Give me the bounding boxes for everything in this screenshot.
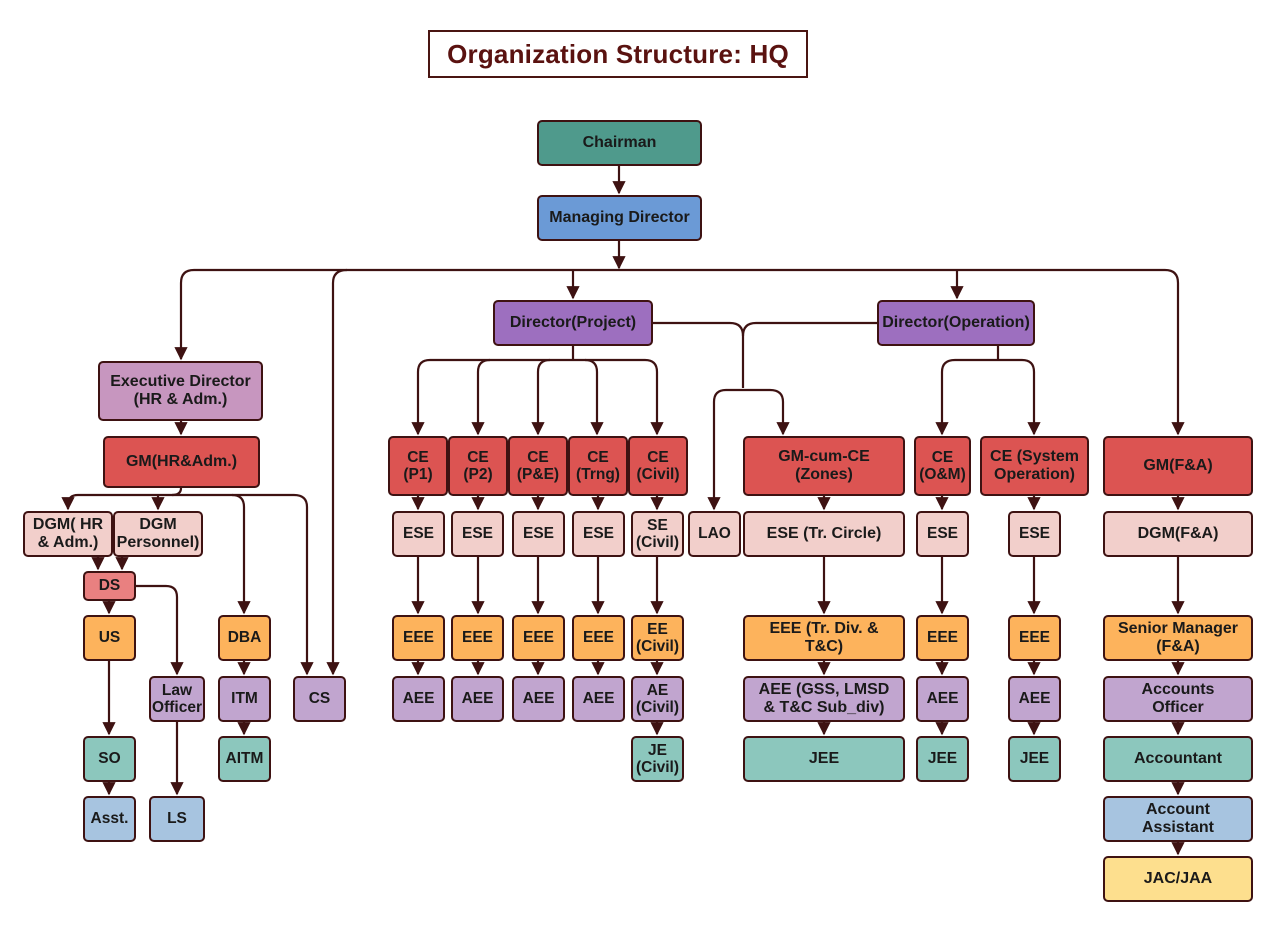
node-ls: LS bbox=[149, 796, 205, 842]
node-dgm-hr-adm: DGM( HR & Adm.) bbox=[23, 511, 113, 557]
node-ce-sysop: CE (System Operation) bbox=[980, 436, 1089, 496]
node-ese-p2: ESE bbox=[451, 511, 504, 557]
node-ese-tr-circle: ESE (Tr. Circle) bbox=[743, 511, 905, 557]
node-ce-civil: CE (Civil) bbox=[628, 436, 688, 496]
connector-dp-p2 bbox=[471, 358, 491, 436]
connector-do-bus bbox=[955, 346, 1022, 362]
node-ce-p2: CE (P2) bbox=[448, 436, 508, 496]
connector-gm-hr-bus-cs bbox=[232, 493, 314, 676]
node-aee-p2: AEE bbox=[451, 676, 504, 722]
node-aee-pe: AEE bbox=[512, 676, 565, 722]
node-cs: CS bbox=[293, 676, 346, 722]
node-us: US bbox=[83, 615, 136, 661]
connector-ds-law bbox=[136, 584, 184, 676]
node-eee-p1: EEE bbox=[392, 615, 445, 661]
connector-dp-bus bbox=[430, 346, 645, 362]
node-dgm-fa: DGM(F&A) bbox=[1103, 511, 1253, 557]
node-so: SO bbox=[83, 736, 136, 782]
connector-dp-trng bbox=[584, 358, 604, 436]
connector-bus-to-cs bbox=[326, 268, 348, 676]
node-executive-director: Executive Director (HR & Adm.) bbox=[98, 361, 263, 421]
node-gm-ce-zones: GM-cum-CE (Zones) bbox=[743, 436, 905, 496]
node-eee-pe: EEE bbox=[512, 615, 565, 661]
node-account-assistant: Account Assistant bbox=[1103, 796, 1253, 842]
connector-gm-hr-bus bbox=[61, 487, 183, 511]
connector-dp-p1 bbox=[411, 358, 431, 436]
connector-do-sysop bbox=[1021, 358, 1041, 436]
connector-do-om bbox=[935, 358, 956, 436]
node-aee-gss: AEE (GSS, LMSD & T&C Sub_div) bbox=[743, 676, 905, 722]
connector-bus-to-gmfa bbox=[1164, 268, 1185, 436]
node-ce-trng: CE (Trng) bbox=[568, 436, 628, 496]
node-jee-sysop: JEE bbox=[1008, 736, 1061, 782]
node-jee-zones: JEE bbox=[743, 736, 905, 782]
node-ese-p1: ESE bbox=[392, 511, 445, 557]
node-dba: DBA bbox=[218, 615, 271, 661]
node-gm-hr-adm: GM(HR&Adm.) bbox=[103, 436, 260, 488]
node-dgm-personnel: DGM Personnel) bbox=[113, 511, 203, 557]
node-eee-sysop: EEE bbox=[1008, 615, 1061, 661]
connector-dp-right bbox=[653, 321, 745, 388]
node-eee-om: EEE bbox=[916, 615, 969, 661]
node-managing-director: Managing Director bbox=[537, 195, 702, 241]
node-accounts-officer: Accounts Officer bbox=[1103, 676, 1253, 722]
node-director-operation: Director(Operation) bbox=[877, 300, 1035, 346]
node-eee-p2: EEE bbox=[451, 615, 504, 661]
connector-dp-pe bbox=[531, 358, 551, 436]
connector-mid-lao bbox=[707, 388, 727, 511]
node-jac-jaa: JAC/JAA bbox=[1103, 856, 1253, 902]
connector-mid-gmce bbox=[769, 388, 790, 436]
connector-dp-civil bbox=[644, 358, 664, 436]
node-ce-pe: CE (P&E) bbox=[508, 436, 568, 496]
node-eee-trng: EEE bbox=[572, 615, 625, 661]
node-ese-trng: ESE bbox=[572, 511, 625, 557]
node-eee-tr-div: EEE (Tr. Div. & T&C) bbox=[743, 615, 905, 661]
node-ae-civil: AE (Civil) bbox=[631, 676, 684, 722]
node-jee-om: JEE bbox=[916, 736, 969, 782]
node-ese-pe: ESE bbox=[512, 511, 565, 557]
node-aee-p1: AEE bbox=[392, 676, 445, 722]
chart-title: Organization Structure: HQ bbox=[447, 38, 789, 69]
node-aee-trng: AEE bbox=[572, 676, 625, 722]
node-director-project: Director(Project) bbox=[493, 300, 653, 346]
node-senior-manager: Senior Manager (F&A) bbox=[1103, 615, 1253, 661]
node-gm-fa: GM(F&A) bbox=[1103, 436, 1253, 496]
chart-title-box: Organization Structure: HQ bbox=[428, 30, 808, 78]
node-chairman: Chairman bbox=[537, 120, 702, 166]
node-ese-om: ESE bbox=[916, 511, 969, 557]
node-itm: ITM bbox=[218, 676, 271, 722]
node-aee-om: AEE bbox=[916, 676, 969, 722]
node-lao: LAO bbox=[688, 511, 741, 557]
node-aee-sysop: AEE bbox=[1008, 676, 1061, 722]
connector-bus-to-ed bbox=[174, 268, 195, 361]
node-se-civil: SE (Civil) bbox=[631, 511, 684, 557]
node-ese-sysop: ESE bbox=[1008, 511, 1061, 557]
node-ce-om: CE (O&M) bbox=[914, 436, 971, 496]
node-asst: Asst. bbox=[83, 796, 136, 842]
node-aitm: AITM bbox=[218, 736, 271, 782]
node-accountant: Accountant bbox=[1103, 736, 1253, 782]
node-law-officer: Law Officer bbox=[149, 676, 205, 722]
connector-do-left bbox=[741, 321, 877, 337]
node-ce-p1: CE (P1) bbox=[388, 436, 448, 496]
node-ds: DS bbox=[83, 571, 136, 601]
node-je-civil: JE (Civil) bbox=[631, 736, 684, 782]
node-ee-civil: EE (Civil) bbox=[631, 615, 684, 661]
